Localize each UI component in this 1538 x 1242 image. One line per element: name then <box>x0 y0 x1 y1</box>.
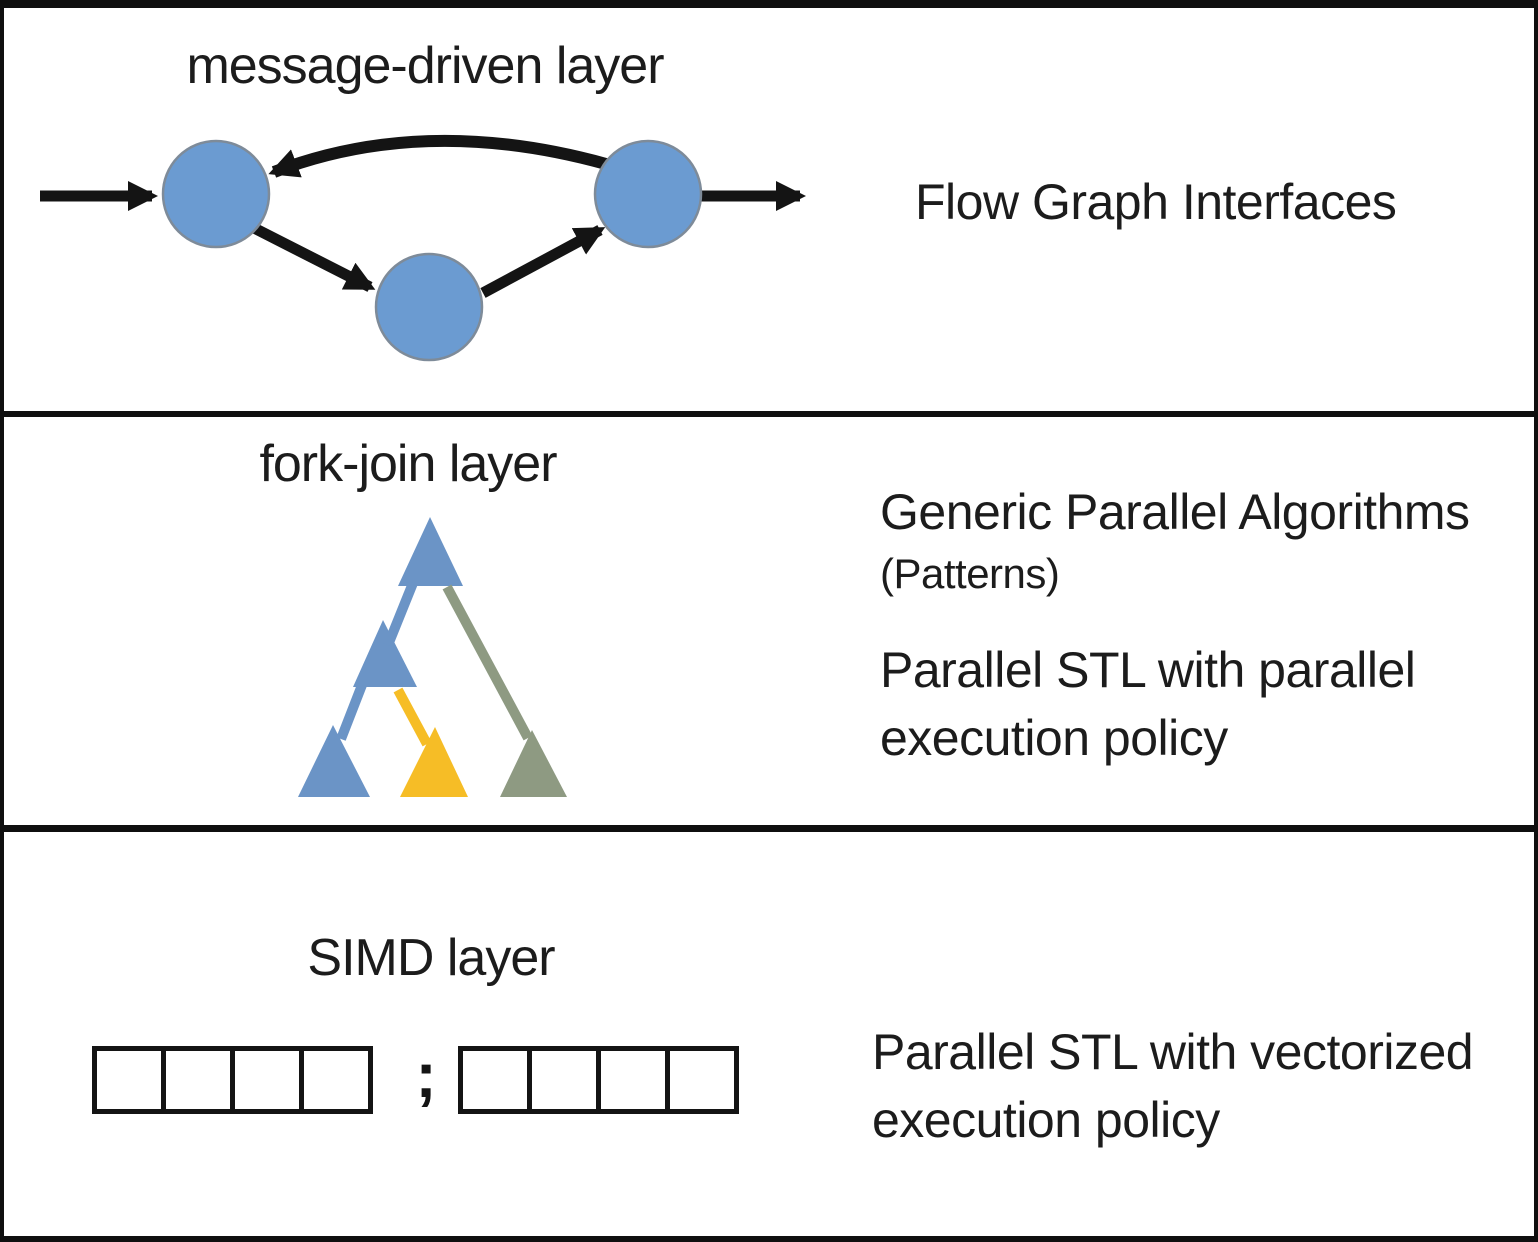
tree-edge-middle-to-bottom-middle <box>393 687 432 747</box>
edge-left-to-bottom-arrow <box>251 223 376 292</box>
parallel-stl-parallel-label: Parallel STL with parallel execution pol… <box>880 636 1416 772</box>
flow-node-right <box>593 139 703 249</box>
edge-bottom-to-right-arrow <box>480 225 606 298</box>
fork-join-layer-title: fork-join layer <box>259 435 557 493</box>
section-divider <box>0 411 1538 417</box>
generic-parallel-algorithms-line: Generic Parallel Algorithms <box>880 484 1470 540</box>
simd-vector-left <box>92 1046 373 1114</box>
simd-layer-title: SIMD layer <box>307 929 555 987</box>
simd-cell <box>97 1051 166 1109</box>
simd-cell <box>166 1051 235 1109</box>
tree-edge-middle-to-bottom-left <box>336 683 367 741</box>
simd-cell <box>670 1051 734 1109</box>
message-driven-layer-title: message-driven layer <box>186 37 664 95</box>
tree-top-triangle <box>398 517 463 586</box>
simd-cell <box>463 1051 532 1109</box>
parallel-stl-vectorized-line1: Parallel STL with vectorized <box>872 1024 1474 1080</box>
patterns-label: (Patterns) <box>880 550 1060 597</box>
tree-middle-triangle <box>353 620 417 687</box>
tree-edge-top-to-middle <box>383 581 418 647</box>
simd-separator: ; <box>415 1039 437 1111</box>
parallel-stl-parallel-line2: execution policy <box>880 710 1228 766</box>
simd-cell <box>304 1051 368 1109</box>
tree-bottom-left-triangle <box>298 725 370 797</box>
fork-join-tree-diagram <box>298 517 567 797</box>
flow-graph-diagram <box>40 134 806 362</box>
simd-vector-right <box>458 1046 739 1114</box>
simd-cell <box>601 1051 670 1109</box>
parallel-stl-vectorized-line2: execution policy <box>872 1092 1220 1148</box>
flow-node-left <box>161 139 271 249</box>
parallel-stl-parallel-line1: Parallel STL with parallel <box>880 642 1416 698</box>
generic-parallel-algorithms-label: Generic Parallel Algorithms (Patterns) <box>880 478 1470 602</box>
tree-bottom-middle-triangle <box>400 727 468 797</box>
flow-graph-interfaces-label: Flow Graph Interfaces <box>915 174 1397 230</box>
parallel-stl-vectorized-label: Parallel STL with vectorized execution p… <box>872 1018 1474 1154</box>
flow-node-bottom <box>374 252 484 362</box>
section-divider <box>0 825 1538 832</box>
simd-cell <box>532 1051 601 1109</box>
feedback-arrow <box>268 134 608 178</box>
tree-edge-top-to-bottom-right <box>442 584 533 741</box>
simd-cell <box>235 1051 304 1109</box>
tree-bottom-right-triangle <box>500 730 567 797</box>
